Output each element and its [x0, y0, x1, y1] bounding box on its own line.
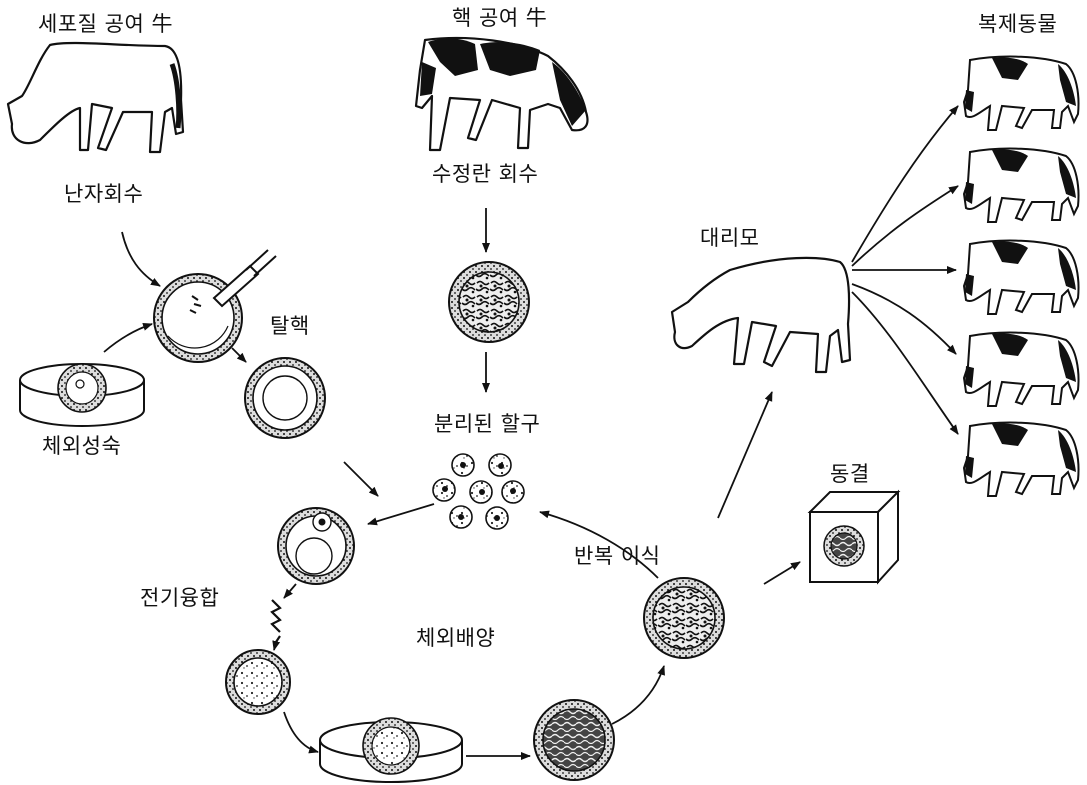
label-in-vitro-maturation: 체외성숙 — [42, 430, 121, 460]
label-nucleus-donor: 핵 공여 牛 — [452, 2, 547, 32]
cytoplasm-donor-cow — [8, 43, 183, 152]
blastomere — [502, 481, 524, 503]
clone-cow — [964, 149, 1079, 222]
blastomere — [452, 454, 474, 476]
label-repeated-transfer: 반복 이식 — [574, 540, 660, 570]
arrow-oocyte-down — [284, 584, 296, 598]
label-in-vitro-culture: 체외배양 — [416, 622, 495, 652]
nucleus-donor-cow — [416, 38, 587, 150]
blastomere — [450, 506, 472, 528]
label-oocyte-collection: 난자회수 — [64, 178, 143, 208]
arrow-surrogate-clone-4 — [852, 284, 956, 354]
micropipette — [214, 250, 276, 306]
label-embryo-collection: 수정란 회수 — [432, 158, 538, 188]
freezing-box — [810, 492, 898, 582]
arrow-to-surrogate — [718, 392, 772, 518]
arrow-ivm-to-enucleation — [104, 324, 152, 352]
arrow-enucleation-to-enucleated — [232, 348, 246, 362]
arrow-surrogate-clone-2 — [852, 186, 958, 266]
surrogate-cow — [672, 258, 850, 372]
donor-embryo — [449, 262, 529, 342]
label-separated-blastomeres: 분리된 할구 — [434, 408, 540, 438]
clone-cow — [964, 423, 1079, 496]
label-cytoplasm-donor: 세포질 공여 牛 — [38, 8, 173, 38]
arrow-embryo-to-blastocyst — [612, 666, 664, 724]
fused-cell — [226, 650, 290, 714]
blastomere — [433, 479, 455, 501]
blastomere — [486, 507, 508, 529]
arrow-pulse-to-fused — [274, 642, 276, 650]
label-clones: 복제동물 — [978, 8, 1057, 38]
clone-cow — [964, 57, 1079, 130]
separated-blastomeres — [433, 454, 524, 529]
arrow-oocyte-to-enucleation — [122, 232, 160, 286]
arrow-enucleated-to-fusion — [344, 462, 378, 496]
clone-cow — [964, 333, 1079, 406]
culture-dish-maturation — [20, 364, 144, 426]
developing-embryo — [534, 700, 614, 780]
blastomere — [470, 481, 492, 503]
arrow-to-freezing — [764, 562, 800, 584]
clone-cow — [964, 241, 1079, 314]
blastomere — [489, 454, 511, 476]
culture-dish-ivc — [320, 718, 462, 782]
arrow-fused-to-dish — [284, 712, 318, 752]
clone-cows — [964, 57, 1079, 496]
label-electrofusion: 전기융합 — [140, 582, 219, 612]
label-enucleation: 탈핵 — [270, 310, 310, 340]
arrow-surrogate-clone-1 — [852, 106, 958, 262]
label-surrogate: 대리모 — [700, 222, 759, 252]
label-freezing: 동결 — [830, 458, 870, 488]
enucleated-oocyte — [245, 358, 325, 438]
blastocyst — [644, 578, 724, 658]
arrow-surrogate-clone-5 — [852, 292, 958, 434]
oocyte-with-blastomere — [278, 508, 354, 584]
arrow-blastomeres-to-oocyte — [368, 504, 434, 524]
electric-pulse-icon — [272, 600, 280, 642]
